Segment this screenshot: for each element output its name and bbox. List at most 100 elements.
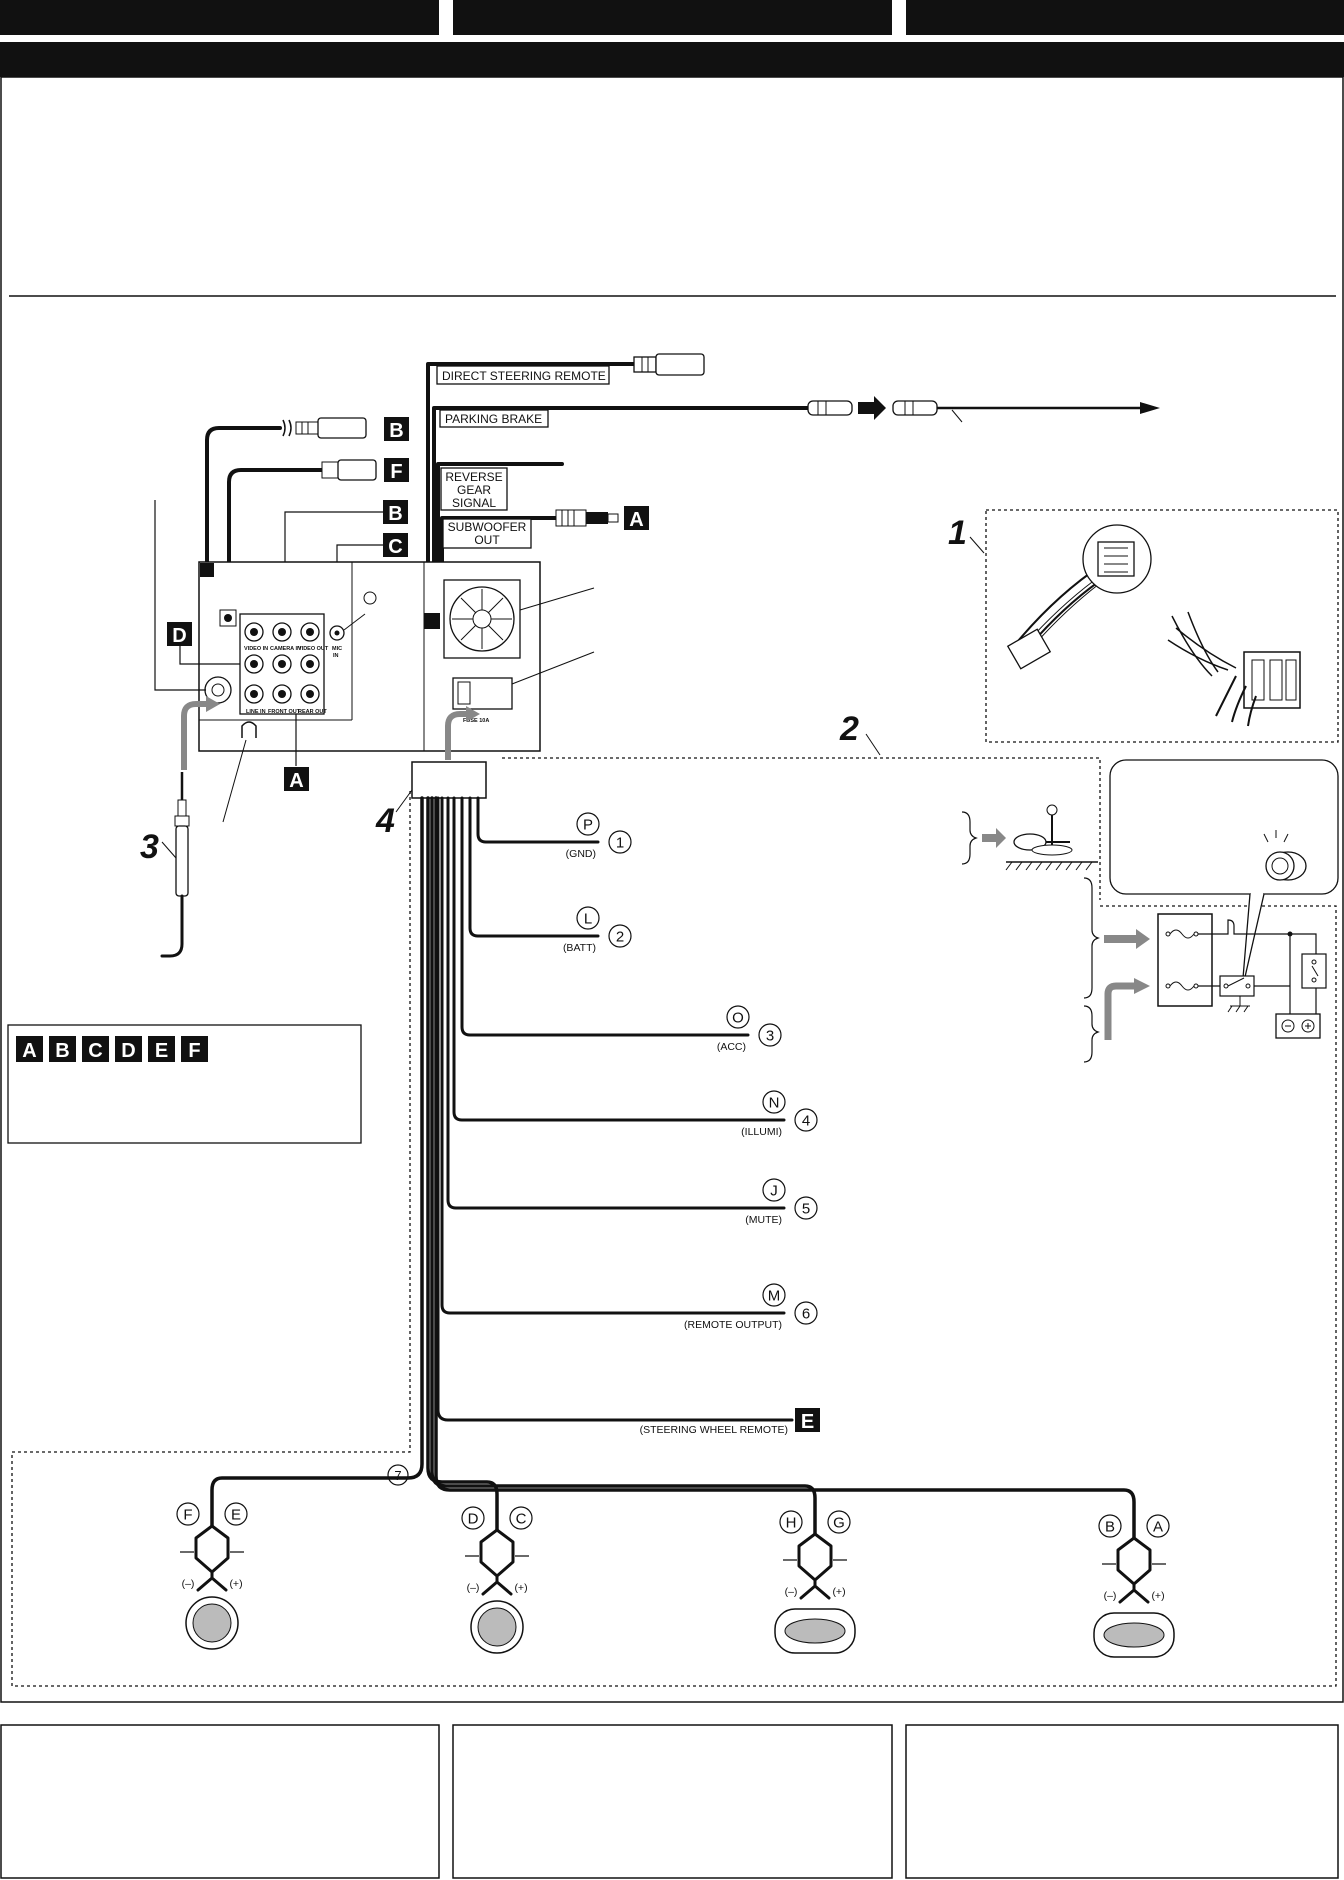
ground-arrow [982, 828, 1006, 848]
connector-letter-f: F [384, 458, 409, 483]
connector-letter-d: D [167, 622, 192, 647]
legend-letter-box [148, 1036, 175, 1062]
speaker-neg-circle [1098, 1514, 1122, 1538]
wire-anchor-b [200, 563, 214, 577]
wire-letter: N [769, 1095, 780, 1112]
parking-brake-label: PARKING BRAKE [445, 412, 542, 426]
vehicle-fuse-block [1157, 913, 1327, 1039]
fuse-box-arrow [1104, 929, 1150, 949]
legend-letter: C [88, 1040, 102, 1062]
panel-camera-jack [219, 609, 237, 627]
legend-letter: E [155, 1040, 168, 1062]
vehicle-parking-brake-connector [892, 400, 938, 416]
direct-steering-remote-jack [633, 353, 705, 376]
rca-jack-center [278, 628, 286, 636]
legend-letter-box [82, 1036, 109, 1062]
wire-letter-circle [576, 812, 600, 836]
step-1-leader [969, 536, 985, 554]
socket-leader [511, 651, 595, 685]
connector-letter-a-panel: A [284, 767, 309, 792]
step-number-2: 2 [839, 710, 859, 748]
speaker-neg-letter: H [786, 1515, 797, 1532]
label-line-in: LINE IN [246, 709, 266, 715]
steering-wheel-remote-label: (STEERING WHEEL REMOTE) [640, 1424, 788, 1436]
parking-brake-end-arrow [1140, 402, 1160, 414]
speaker-neg-circle [779, 1510, 803, 1534]
subwoofer-label-1: SUBWOOFER [448, 520, 527, 534]
rca-jack-center [306, 690, 314, 698]
antenna-insert-arrow [181, 701, 210, 770]
parking-brake-arrow [858, 396, 886, 420]
svg-text:A: A [629, 509, 643, 531]
svg-text:B: B [388, 503, 402, 525]
speaker-neg-polarity: (–) [785, 1586, 798, 1598]
rca-jack-center [306, 660, 314, 668]
speaker-wire [430, 796, 817, 1536]
harness-wire [476, 796, 600, 844]
battery-arrow [1104, 982, 1136, 1040]
direct-steering-remote-label: DIRECT STEERING REMOTE [442, 369, 606, 383]
harness-anchor [424, 613, 440, 629]
speaker-lead-join [1118, 1582, 1150, 1604]
speaker-harness-num: 7 [394, 1468, 401, 1483]
connector-letter-b-panel: B [383, 500, 408, 525]
legend-letter-box [49, 1036, 76, 1062]
label-mic: MIC [332, 646, 342, 652]
wire-letter: O [732, 1010, 744, 1027]
rca-jack-center [250, 690, 258, 698]
legend-letter: D [121, 1040, 135, 1062]
reverse-gear-label-2: GEAR [457, 483, 491, 497]
wire-number-circle [758, 1023, 782, 1047]
step-2-box [11, 757, 1337, 1687]
cooling-fan-blades [452, 589, 512, 649]
camera-jack-f [321, 459, 377, 481]
step-4-leader [395, 789, 413, 813]
legend-letter: F [188, 1040, 200, 1062]
speaker-neg-polarity: (–) [1104, 1590, 1117, 1602]
speaker-neg-polarity: (–) [182, 1578, 195, 1590]
wire-number: 6 [802, 1306, 810, 1323]
bottom-panel-middle [452, 1724, 893, 1879]
speaker-cone [1103, 1622, 1165, 1648]
legend-letter: A [22, 1040, 36, 1062]
harness-wire [452, 796, 786, 1122]
wire-direct-steering-remote [426, 362, 636, 622]
speaker-lead-join [196, 1570, 228, 1592]
harness-wire [440, 796, 786, 1315]
svg-text:D: D [172, 625, 186, 647]
bottom-panel-right [905, 1724, 1339, 1879]
step-2-leader [865, 733, 881, 756]
harness-arrow-head [466, 706, 480, 722]
harness-wire [460, 796, 750, 1037]
wire-letter-circle [726, 1005, 750, 1029]
subwoofer-label-2: OUT [474, 533, 500, 547]
wire-letter: J [770, 1183, 778, 1200]
wire-number-circle [794, 1196, 818, 1220]
label-video-in: VIDEO IN [244, 646, 268, 652]
ground-terminal-illustration [1005, 804, 1098, 871]
antenna-plug [160, 772, 190, 958]
speaker-harness-num-circle [387, 1464, 409, 1486]
wire-number: 1 [616, 835, 624, 852]
ignition-key-illustration [1263, 830, 1307, 881]
header-bar-left [0, 0, 439, 35]
wire-function-label: (ILLUMI) [741, 1126, 782, 1138]
ground-clamp [241, 721, 257, 738]
connector-letter-a-subwoofer: A [624, 506, 649, 531]
wire-parking-brake [432, 406, 810, 622]
speaker-pos-circle [509, 1506, 533, 1530]
title-bar [0, 42, 1344, 77]
rca-jack-center [250, 628, 258, 636]
speaker-wire [434, 796, 1136, 1540]
speaker-neg-letter: B [1105, 1519, 1115, 1536]
speaker-neg-polarity: (–) [467, 1582, 480, 1594]
step-number-3: 3 [140, 828, 159, 866]
speaker-lead-split [1116, 1536, 1152, 1586]
wire-number-circle [794, 1108, 818, 1132]
wire-number: 5 [802, 1201, 810, 1218]
svg-text:B: B [389, 420, 403, 442]
speaker-pos-letter: G [833, 1515, 845, 1532]
break-mark [282, 419, 292, 437]
label-mic-in: IN [333, 653, 339, 659]
